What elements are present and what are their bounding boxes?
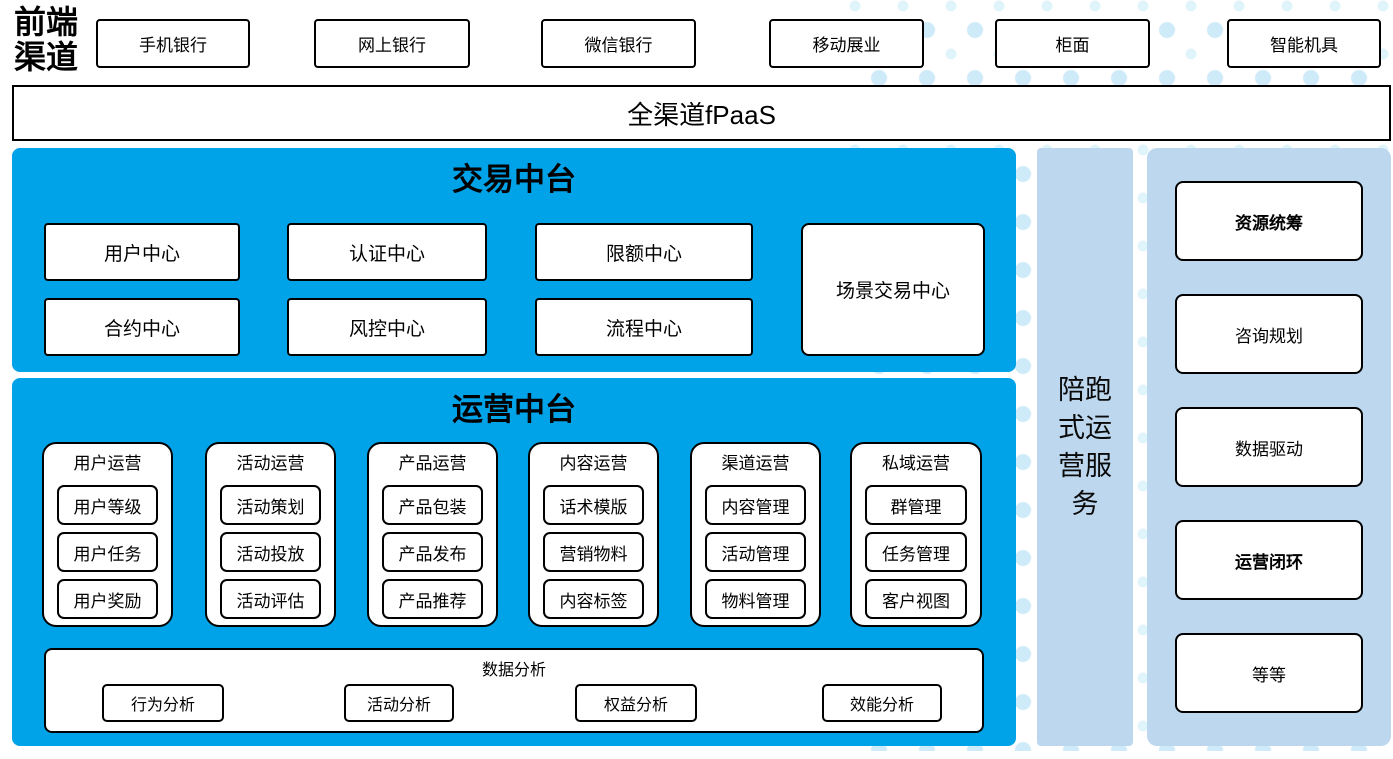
ops-item-activity-planning: 活动策划 xyxy=(220,485,321,525)
data-analysis-title: 数据分析 xyxy=(481,662,546,679)
ops-item-product-packaging: 产品包装 xyxy=(382,485,483,525)
frontend-channels-label: 前端渠道 xyxy=(13,4,78,75)
data-analysis-container: 数据分析 行为分析 活动分析 权益分析 效能分析 xyxy=(44,648,984,733)
trade-box-scenario-trade-center: 场景交易中心 xyxy=(801,223,985,356)
omnichannel-fpaas-bar: 全渠道fPaaS xyxy=(12,85,1391,141)
trade-box-process-center: 流程中心 xyxy=(535,298,753,356)
service-box-data-driven: 数据驱动 xyxy=(1175,407,1363,487)
ops-item-material-management: 物料管理 xyxy=(705,579,806,619)
trade-panel-title: 交易中台 xyxy=(452,162,576,197)
companion-service-label: 陪跑式运营服务 xyxy=(1058,375,1112,519)
service-box-resource-coordination: 资源统筹 xyxy=(1175,181,1363,261)
channel-box-wechat-banking: 微信银行 xyxy=(541,19,696,68)
trade-box-risk-center: 风控中心 xyxy=(287,298,487,356)
ops-item-customer-view: 客户视图 xyxy=(865,579,967,619)
ops-column-channel-operations: 渠道运营 内容管理 活动管理 物料管理 xyxy=(690,442,821,627)
ops-item-user-level: 用户等级 xyxy=(57,485,158,525)
analysis-box-rights: 权益分析 xyxy=(575,684,697,722)
trade-middle-platform-panel: 交易中台 用户中心 认证中心 限额中心 合约中心 风控中心 流程中心 场景交易中… xyxy=(12,148,1016,372)
ops-column-user-operations: 用户运营 用户等级 用户任务 用户奖励 xyxy=(42,442,173,627)
ops-column-content-operations: 内容运营 话术模版 营销物料 内容标签 xyxy=(528,442,659,627)
channel-box-counter: 柜面 xyxy=(995,19,1150,68)
companion-operations-service-bar: 陪跑式运营服务 xyxy=(1037,148,1133,746)
ops-item-user-task: 用户任务 xyxy=(57,532,158,572)
ops-column-header: 用户运营 xyxy=(73,454,142,473)
ops-item-activity-management: 活动管理 xyxy=(705,532,806,572)
ops-item-content-management: 内容管理 xyxy=(705,485,806,525)
ops-item-product-release: 产品发布 xyxy=(382,532,483,572)
service-box-etc: 等等 xyxy=(1175,633,1363,713)
ops-column-header: 渠道运营 xyxy=(721,454,790,473)
channel-box-smart-devices: 智能机具 xyxy=(1227,19,1381,68)
ops-column-header: 内容运营 xyxy=(559,454,628,473)
ops-item-activity-evaluation: 活动评估 xyxy=(220,579,321,619)
trade-box-user-center: 用户中心 xyxy=(44,223,240,281)
ops-panel-title: 运营中台 xyxy=(452,392,576,427)
trade-box-limit-center: 限额中心 xyxy=(535,223,753,281)
analysis-box-behavior: 行为分析 xyxy=(102,684,224,722)
ops-item-group-management: 群管理 xyxy=(865,485,967,525)
service-capabilities-panel: 资源统筹 咨询规划 数据驱动 运营闭环 等等 xyxy=(1147,148,1391,746)
ops-column-private-domain-operations: 私域运营 群管理 任务管理 客户视图 xyxy=(850,442,982,627)
channel-box-online-banking: 网上银行 xyxy=(314,19,470,68)
ops-item-marketing-material: 营销物料 xyxy=(543,532,644,572)
ops-column-header: 私域运营 xyxy=(882,454,950,473)
trade-box-contract-center: 合约中心 xyxy=(44,298,240,356)
analysis-box-efficiency: 效能分析 xyxy=(822,684,942,722)
ops-item-activity-delivery: 活动投放 xyxy=(220,532,321,572)
operations-middle-platform-panel: 运营中台 用户运营 用户等级 用户任务 用户奖励 活动运营 活动策划 活动投放 … xyxy=(12,378,1016,746)
ops-column-product-operations: 产品运营 产品包装 产品发布 产品推荐 xyxy=(367,442,498,627)
ops-item-user-reward: 用户奖励 xyxy=(57,579,158,619)
trade-box-auth-center: 认证中心 xyxy=(287,223,487,281)
channel-box-mobile-banking: 手机银行 xyxy=(96,19,250,68)
ops-item-task-management: 任务管理 xyxy=(865,532,967,572)
service-box-operation-closed-loop: 运营闭环 xyxy=(1175,520,1363,600)
channel-box-mobile-outreach: 移动展业 xyxy=(769,19,924,68)
service-box-consulting-planning: 咨询规划 xyxy=(1175,294,1363,374)
ops-item-content-tag: 内容标签 xyxy=(543,579,644,619)
ops-column-activity-operations: 活动运营 活动策划 活动投放 活动评估 xyxy=(205,442,336,627)
ops-item-product-recommendation: 产品推荐 xyxy=(382,579,483,619)
ops-item-script-template: 话术模版 xyxy=(543,485,644,525)
ops-column-header: 活动运营 xyxy=(236,454,305,473)
ops-column-header: 产品运营 xyxy=(398,454,467,473)
analysis-box-activity: 活动分析 xyxy=(344,684,454,722)
